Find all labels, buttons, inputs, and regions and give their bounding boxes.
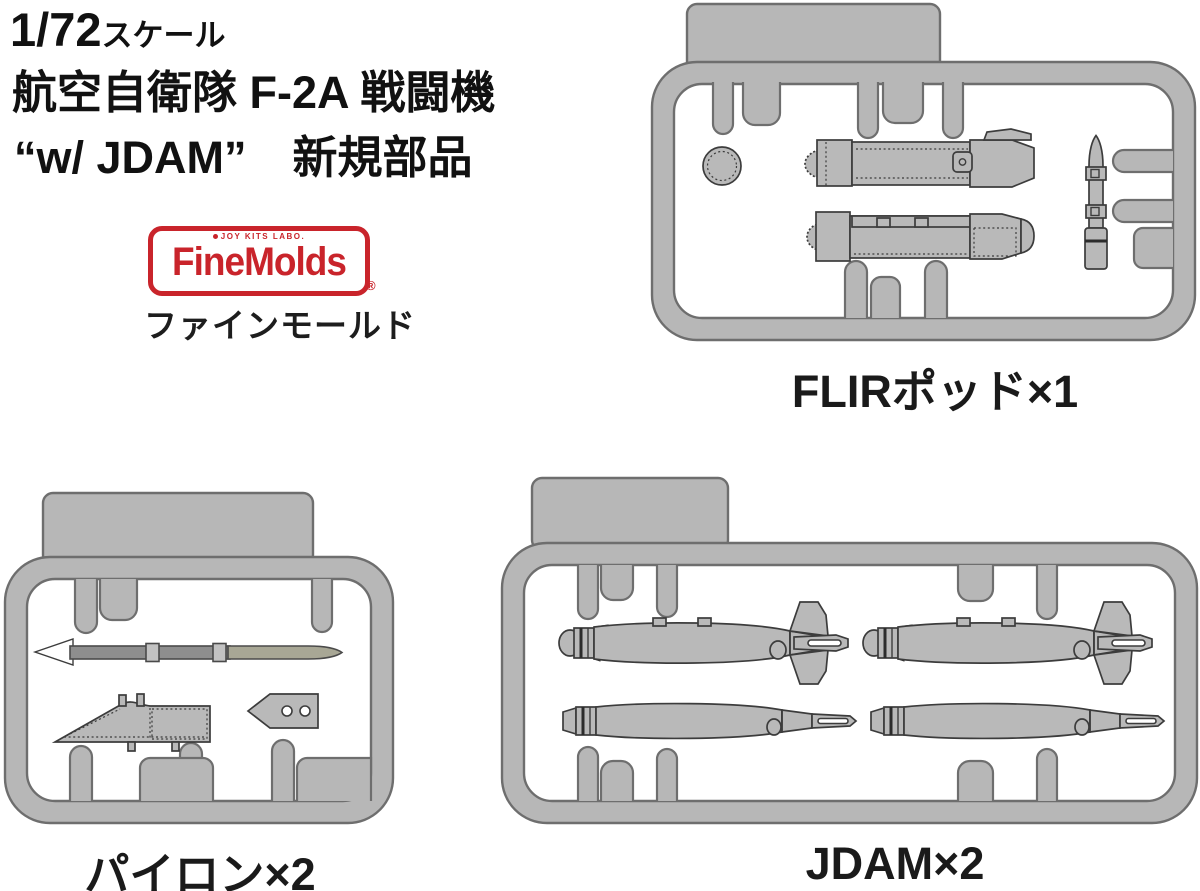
logo-brand-text: FineMolds: [172, 239, 347, 284]
logo-tagline: JOY KITS LABO.: [153, 232, 365, 241]
sprue-tab: [41, 491, 315, 567]
logo-dot-icon: [212, 234, 218, 240]
sensor-window-part: [702, 146, 742, 186]
pylon-sprue-graphic: [3, 491, 395, 825]
registered-trademark-mark: ®: [366, 278, 376, 293]
kit-title-line1: 航空自衛隊 F-2A 戦闘機: [12, 67, 496, 118]
kit-title-variant: “w/ JDAM”: [14, 132, 247, 183]
sprue-gates: [711, 82, 1173, 318]
flir-sprue-graphic: [650, 2, 1197, 342]
jdam-sprue-graphic: [500, 476, 1199, 825]
flir-sprue-label: FLIRポッド×1: [791, 366, 1079, 417]
sprue-frame: [650, 60, 1197, 342]
jdam-bomb-half-finned-1: [557, 600, 850, 686]
sprue-frame: [500, 541, 1199, 825]
flir-pod-upper-half: [804, 128, 1035, 188]
sprue-tab: [530, 476, 730, 552]
finemolds-logo: JOY KITS LABO. FineMolds: [148, 226, 370, 296]
scale-number: 1/72: [10, 3, 102, 56]
kit-title-line2: “w/ JDAM” 新規部品: [14, 121, 473, 186]
jdam-bomb-half-plain-2: [869, 702, 1166, 740]
jdam-bomb-half-plain-1: [561, 702, 858, 740]
missile-rail-part: [32, 638, 344, 666]
pylon-sprue-label: パイロン×2: [84, 849, 316, 891]
small-store-part: [1084, 134, 1108, 270]
sprue-gates: [576, 565, 1059, 801]
flir-pod-lower-half: [806, 211, 1035, 262]
pylon-side-part: [51, 693, 211, 752]
jdam-sprue-label: JDAM×2: [805, 838, 985, 889]
scale-line: 1/72スケール: [10, 2, 225, 57]
adapter-plate-part: [246, 693, 319, 729]
jdam-bomb-half-finned-2: [861, 600, 1154, 686]
kit-title-newparts: 新規部品: [292, 132, 473, 183]
scale-suffix: スケール: [101, 18, 226, 53]
sprue-gates: [68, 579, 373, 801]
logo-brand-japanese: ファインモールド: [144, 307, 416, 344]
